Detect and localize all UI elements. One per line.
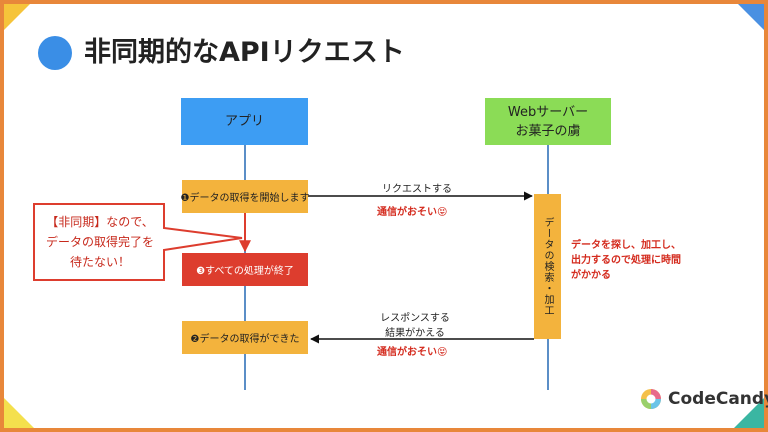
title-bullet-icon xyxy=(38,36,72,70)
actor-app-label: アプリ xyxy=(224,114,264,129)
corner-decoration xyxy=(734,398,764,428)
step-done-label: ❸すべての処理が終了 xyxy=(196,266,294,277)
callout-shape xyxy=(33,203,243,281)
brand: CodeCandy xyxy=(640,388,768,410)
actor-web-sublabel: お菓子の虜 xyxy=(515,123,581,139)
processing-label: データの検索・加工 xyxy=(542,217,553,316)
step-all-done: ❸すべての処理が終了 xyxy=(182,253,308,286)
corner-decoration xyxy=(4,4,30,30)
processing-activation: データの検索・加工 xyxy=(534,194,561,339)
response-label: レスポンスする xyxy=(380,313,450,324)
step-start-label: ❶データの取得を開始します xyxy=(180,193,310,204)
async-callout: 【非同期】なので、 データの取得完了を 待たない！ xyxy=(36,206,164,278)
note-line: 出力するので処理に時間 xyxy=(571,255,681,266)
actor-app: アプリ xyxy=(181,98,308,145)
callout-line: データの取得完了を xyxy=(45,235,154,249)
response-slow-label: 通信がおそい😝 xyxy=(377,347,448,358)
callout-line: 待たない！ xyxy=(69,255,130,269)
corner-decoration xyxy=(4,398,34,428)
brand-name: CodeCandy xyxy=(668,389,768,409)
response-result-label: 結果がかえる xyxy=(385,328,445,339)
step-fetch-complete: ❷データの取得ができた xyxy=(182,321,308,354)
note-line: データを探し、加工し、 xyxy=(571,240,681,251)
page-title: 非同期的なAPIリクエスト xyxy=(84,37,405,68)
callout-line: 【非同期】なので、 xyxy=(46,215,154,229)
actor-web-label: Webサーバー xyxy=(507,104,589,120)
actor-web-server: Webサーバー お菓子の虜 xyxy=(485,98,611,145)
codecandy-logo-icon xyxy=(641,389,661,409)
step-complete-label: ❷データの取得ができた xyxy=(190,334,300,345)
step-start-fetch: ❶データの取得を開始します xyxy=(180,180,310,213)
request-slow-label: 通信がおそい😝 xyxy=(377,207,448,218)
note-line: がかかる xyxy=(571,270,611,281)
processing-note: データを探し、加工し、 出力するので処理に時間 がかかる xyxy=(571,238,681,283)
request-label: リクエストする xyxy=(382,184,452,195)
corner-decoration xyxy=(738,4,764,30)
